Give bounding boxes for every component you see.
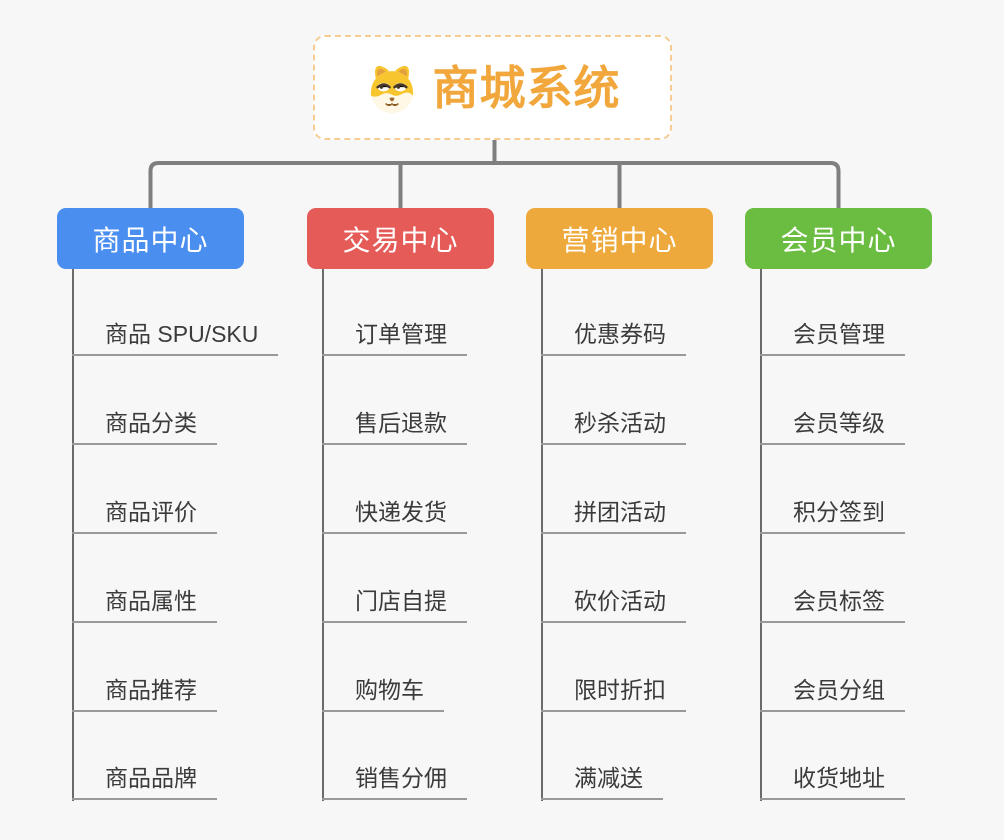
root-node[interactable]: 商城系统 [313, 35, 672, 140]
leaf-node[interactable]: 优惠券码 [541, 319, 686, 356]
child-connector-vertical-line [322, 269, 324, 801]
branch-label: 商品中心 [92, 224, 209, 256]
shiba-dog-icon [370, 65, 413, 113]
branch-children-trade: 订单管理售后退款快递发货门店自提购物车销售分佣 [322, 269, 542, 801]
leaf-node[interactable]: 会员标签 [760, 586, 905, 623]
leaf-node[interactable]: 商品 SPU/SKU [72, 319, 279, 356]
leaf-node[interactable]: 订单管理 [322, 319, 467, 356]
leaf-node[interactable]: 砍价活动 [541, 586, 686, 623]
child-connector-vertical-line [72, 269, 74, 801]
root-node-label: 商城系统 [432, 61, 621, 114]
branch-children-marketing: 优惠券码秒杀活动拼团活动砍价活动限时折扣满减送 [541, 269, 761, 801]
leaf-node[interactable]: 购物车 [322, 675, 444, 712]
leaf-node[interactable]: 快递发货 [322, 497, 467, 534]
branch-children-product: 商品 SPU/SKU 商品分类商品评价商品属性商品推荐商品品牌 [72, 269, 292, 801]
branch-node-marketing-center[interactable]: 营销中心 [526, 208, 713, 269]
leaf-node[interactable]: 满减送 [541, 763, 663, 800]
leaf-node[interactable]: 商品品牌 [72, 763, 217, 800]
leaf-node[interactable]: 积分签到 [760, 497, 905, 534]
leaf-node[interactable]: 商品分类 [72, 408, 217, 445]
branch-rail-line [148, 161, 841, 209]
leaf-node[interactable]: 会员分组 [760, 675, 905, 712]
leaf-node[interactable]: 销售分佣 [322, 763, 467, 800]
leaf-node[interactable]: 商品属性 [72, 586, 217, 623]
leaf-node[interactable]: 会员等级 [760, 408, 905, 445]
branch-children-member: 会员管理会员等级积分签到会员标签会员分组收货地址 [760, 269, 980, 801]
branch-label: 交易中心 [342, 224, 459, 256]
child-connector-vertical-line [541, 269, 543, 801]
leaf-node[interactable]: 收货地址 [760, 763, 905, 800]
leaf-node[interactable]: 商品推荐 [72, 675, 217, 712]
leaf-node[interactable]: 秒杀活动 [541, 408, 686, 445]
leaf-node[interactable]: 售后退款 [322, 408, 467, 445]
child-connector-vertical-line [760, 269, 762, 801]
leaf-node[interactable]: 会员管理 [760, 319, 905, 356]
branch-label: 营销中心 [561, 224, 678, 256]
branch-node-member-center[interactable]: 会员中心 [745, 208, 932, 269]
branch-node-trade-center[interactable]: 交易中心 [307, 208, 494, 269]
branch-label: 会员中心 [780, 224, 897, 256]
leaf-node[interactable]: 限时折扣 [541, 675, 686, 712]
leaf-node[interactable]: 拼团活动 [541, 497, 686, 534]
leaf-node[interactable]: 商品评价 [72, 497, 217, 534]
leaf-node[interactable]: 门店自提 [322, 586, 467, 623]
branch-node-product-center[interactable]: 商品中心 [57, 208, 244, 269]
